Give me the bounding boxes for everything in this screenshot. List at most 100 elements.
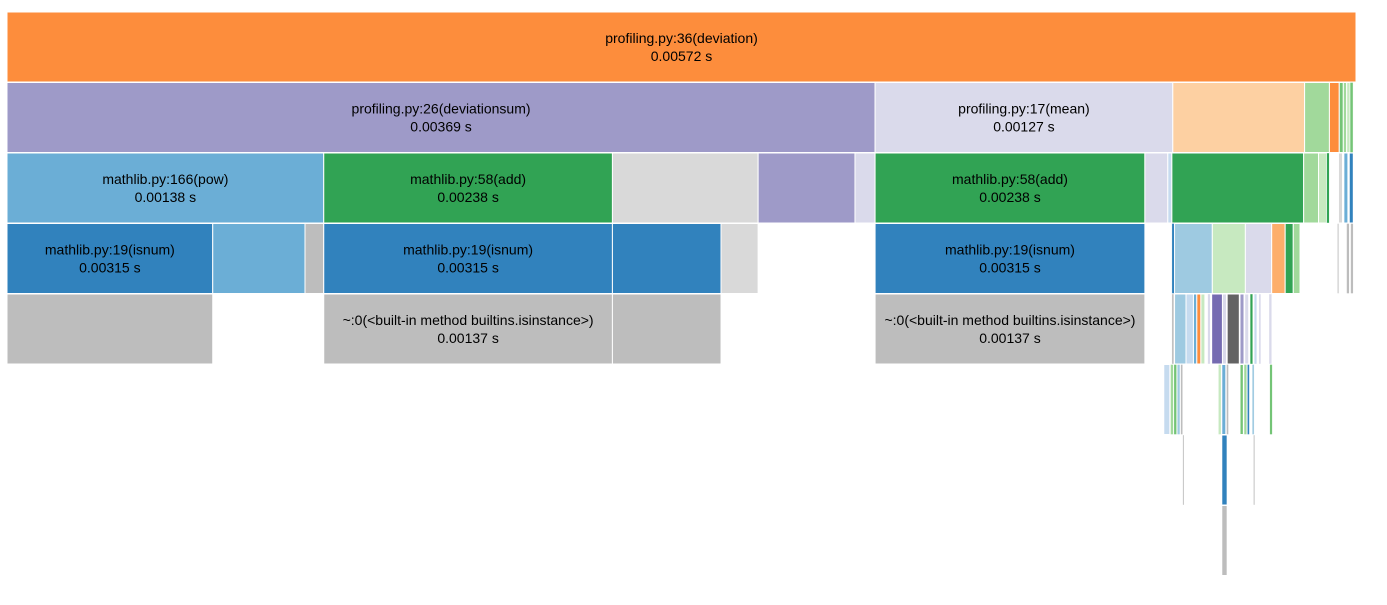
frame-node-unlabeled[interactable] xyxy=(1337,152,1344,224)
frame-node-unlabeled[interactable] xyxy=(1173,364,1177,435)
frame-rect[interactable] xyxy=(1221,505,1228,576)
frame-rect[interactable] xyxy=(1284,223,1294,294)
frame-rect[interactable] xyxy=(323,152,613,224)
frame-rect[interactable] xyxy=(1268,293,1272,365)
frame-node-unlabeled[interactable] xyxy=(1350,223,1354,294)
frame-node-unlabeled[interactable] xyxy=(1226,293,1240,365)
frame-node-unlabeled[interactable] xyxy=(1343,152,1349,224)
frame-rect[interactable] xyxy=(757,152,856,224)
frame-node-unlabeled[interactable] xyxy=(1221,505,1228,576)
frame-rect[interactable] xyxy=(1247,364,1250,435)
frame-node-unlabeled[interactable] xyxy=(1144,152,1169,224)
frame-node-unlabeled[interactable] xyxy=(1192,293,1198,365)
frame-rect[interactable] xyxy=(854,152,876,224)
frame-rect[interactable] xyxy=(874,152,1146,224)
frame-rect[interactable] xyxy=(1207,293,1211,365)
frame-rect[interactable] xyxy=(1173,364,1177,435)
frame-rect[interactable] xyxy=(1211,223,1246,294)
frame-node-unlabeled[interactable] xyxy=(1244,293,1250,365)
frame-node-unlabeled[interactable] xyxy=(1349,82,1354,153)
frame-rect[interactable] xyxy=(1349,82,1354,153)
frame-node-unlabeled[interactable] xyxy=(1239,293,1245,365)
frame-rect[interactable] xyxy=(874,223,1146,294)
frame-node-unlabeled[interactable] xyxy=(1338,82,1344,153)
frame-node-unlabeled[interactable] xyxy=(1171,293,1175,365)
frame-rect[interactable] xyxy=(1343,152,1349,224)
frame-rect[interactable] xyxy=(1249,293,1254,365)
frame-node-unlabeled[interactable] xyxy=(1174,293,1187,365)
frame-node-unlabeled[interactable] xyxy=(1251,364,1255,435)
frame-node[interactable]: ~:0(<built-in method builtins.isinstance… xyxy=(874,293,1146,365)
frame-rect[interactable] xyxy=(6,223,214,294)
frame-rect[interactable] xyxy=(1243,364,1247,435)
frame-rect[interactable] xyxy=(874,82,1174,153)
frame-node-unlabeled[interactable] xyxy=(1271,223,1286,294)
frame-node-unlabeled[interactable] xyxy=(1268,293,1272,365)
frame-node-unlabeled[interactable] xyxy=(1163,364,1171,435)
frame-node-unlabeled[interactable] xyxy=(1317,152,1328,224)
frame-node-unlabeled[interactable] xyxy=(1182,434,1185,506)
frame-node-unlabeled[interactable] xyxy=(611,152,759,224)
frame-node-unlabeled[interactable] xyxy=(1253,293,1258,365)
frame-rect[interactable] xyxy=(1221,434,1228,506)
frame-node[interactable]: mathlib.py:58(add)0.00238 s xyxy=(874,152,1146,224)
frame-node-unlabeled[interactable] xyxy=(1211,223,1246,294)
frame-rect[interactable] xyxy=(1226,293,1240,365)
frame-node-unlabeled[interactable] xyxy=(1170,364,1174,435)
frame-node-unlabeled[interactable] xyxy=(1346,223,1350,294)
frame-rect[interactable] xyxy=(720,223,759,294)
frame-rect[interactable] xyxy=(611,293,722,365)
frame-rect[interactable] xyxy=(1271,223,1286,294)
frame-node-unlabeled[interactable] xyxy=(1244,223,1273,294)
frame-node-unlabeled[interactable] xyxy=(212,223,306,294)
frame-node-unlabeled[interactable] xyxy=(1243,364,1247,435)
frame-node-unlabeled[interactable] xyxy=(1304,82,1330,153)
frame-node-unlabeled[interactable] xyxy=(1221,434,1228,506)
frame-node-unlabeled[interactable] xyxy=(1292,223,1301,294)
frame-node-unlabeled[interactable] xyxy=(1211,293,1223,365)
frame-rect[interactable] xyxy=(1338,82,1344,153)
frame-rect[interactable] xyxy=(1200,293,1206,365)
frame-rect[interactable] xyxy=(1244,223,1273,294)
frame-rect[interactable] xyxy=(874,293,1146,365)
frame-rect[interactable] xyxy=(1342,82,1348,153)
frame-rect[interactable] xyxy=(1185,293,1194,365)
frame-rect[interactable] xyxy=(323,223,613,294)
frame-rect[interactable] xyxy=(1348,152,1354,224)
frame-node-unlabeled[interactable] xyxy=(1348,152,1354,224)
frame-node[interactable]: mathlib.py:19(isnum)0.00315 s xyxy=(874,223,1146,294)
frame-node-unlabeled[interactable] xyxy=(1336,223,1340,294)
frame-node-unlabeled[interactable] xyxy=(1284,223,1294,294)
frame-node[interactable]: profiling.py:26(deviationsum)0.00369 s xyxy=(6,82,876,153)
frame-node-unlabeled[interactable] xyxy=(854,152,876,224)
frame-rect[interactable] xyxy=(1171,293,1175,365)
frame-node[interactable]: mathlib.py:58(add)0.00238 s xyxy=(323,152,613,224)
frame-rect[interactable] xyxy=(1253,434,1256,506)
frame-rect[interactable] xyxy=(1218,364,1222,435)
frame-rect[interactable] xyxy=(1317,152,1328,224)
frame-rect[interactable] xyxy=(212,223,306,294)
frame-node[interactable]: ~:0(<built-in method builtins.isinstance… xyxy=(323,293,613,365)
frame-rect[interactable] xyxy=(1251,364,1255,435)
frame-rect[interactable] xyxy=(1304,82,1330,153)
frame-node-unlabeled[interactable] xyxy=(720,223,759,294)
frame-node-unlabeled[interactable] xyxy=(1239,364,1244,435)
frame-rect[interactable] xyxy=(1167,152,1173,224)
frame-node-unlabeled[interactable] xyxy=(1174,223,1213,294)
frame-node-unlabeled[interactable] xyxy=(1269,364,1273,435)
frame-rect[interactable] xyxy=(6,152,325,224)
frame-node-unlabeled[interactable] xyxy=(1221,364,1227,435)
frame-rect[interactable] xyxy=(1163,364,1171,435)
frame-node[interactable]: mathlib.py:19(isnum)0.00315 s xyxy=(6,223,214,294)
frame-node-unlabeled[interactable] xyxy=(1167,152,1173,224)
frame-rect[interactable] xyxy=(1144,152,1169,224)
frame-node-unlabeled[interactable] xyxy=(1207,293,1211,365)
frame-node-unlabeled[interactable] xyxy=(1180,364,1183,435)
frame-rect[interactable] xyxy=(1221,293,1227,365)
frame-rect[interactable] xyxy=(1326,152,1330,224)
frame-rect[interactable] xyxy=(1350,223,1354,294)
frame-rect[interactable] xyxy=(1174,293,1187,365)
frame-rect[interactable] xyxy=(1177,364,1181,435)
frame-rect[interactable] xyxy=(1180,364,1183,435)
frame-rect[interactable] xyxy=(1174,223,1213,294)
